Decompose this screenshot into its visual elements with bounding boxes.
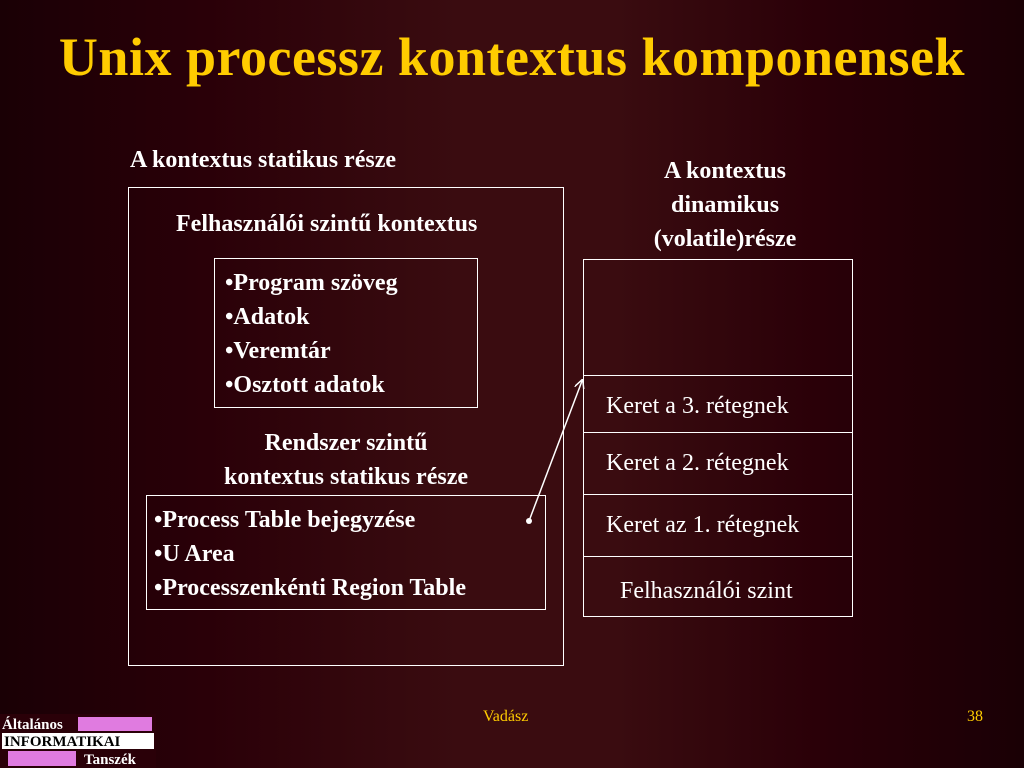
user-level-context-title: Felhasználói szintű kontextus [176, 211, 478, 237]
user-item-data: •Adatok [225, 304, 310, 330]
stack-divider [584, 432, 852, 433]
footer-page-number: 38 [967, 708, 983, 725]
user-item-program-text: •Program szöveg [225, 270, 398, 296]
slide-title: Unix processz kontextus komponensek [58, 27, 966, 87]
system-item-u-area: •U Area [154, 541, 235, 567]
system-level-title-line2: kontextus statikus része [224, 464, 468, 490]
logo-line1: Általános [2, 716, 63, 733]
logo-line2: INFORMATIKAI [4, 734, 121, 750]
arrow-line [528, 381, 582, 522]
arrow-origin-dot [526, 518, 532, 524]
dynamic-context-stack [583, 259, 853, 617]
dynamic-part-heading: A kontextus dinamikus (volatile)része [600, 154, 850, 256]
layer-user-level: Felhasználói szint [620, 578, 793, 604]
layer-frame-3: Keret a 3. rétegnek [606, 393, 789, 419]
system-level-title: Rendszer szintű kontextus statikus része [146, 426, 546, 494]
logo-line3: Tanszék [84, 752, 137, 768]
static-context-box [128, 187, 564, 666]
user-level-items-box: •Program szöveg •Adatok •Veremtár •Oszto… [214, 258, 478, 408]
dynamic-heading-line3: (volatile)része [653, 226, 797, 252]
layer-frame-1: Keret az 1. rétegnek [606, 512, 800, 538]
stack-divider [584, 375, 852, 376]
system-level-title-line1: Rendszer szintű [264, 430, 428, 456]
dynamic-heading-line1: A kontextus [663, 158, 787, 184]
dynamic-heading-line2: dinamikus [670, 192, 780, 218]
system-level-items-box: •Process Table bejegyzése •U Area •Proce… [146, 495, 546, 610]
stack-divider [584, 556, 852, 557]
system-item-process-table: •Process Table bejegyzése [154, 507, 416, 533]
user-item-stack: •Veremtár [225, 338, 331, 364]
system-item-region-table: •Processzenkénti Region Table [154, 575, 466, 601]
footer-author: Vadász [483, 708, 529, 725]
department-logo: Általános INFORMATIKAI Tanszék [0, 714, 156, 768]
stack-divider [584, 494, 852, 495]
user-item-shared-data: •Osztott adatok [225, 372, 385, 398]
static-part-heading: A kontextus statikus része [130, 147, 397, 173]
layer-frame-2: Keret a 2. rétegnek [606, 450, 789, 476]
